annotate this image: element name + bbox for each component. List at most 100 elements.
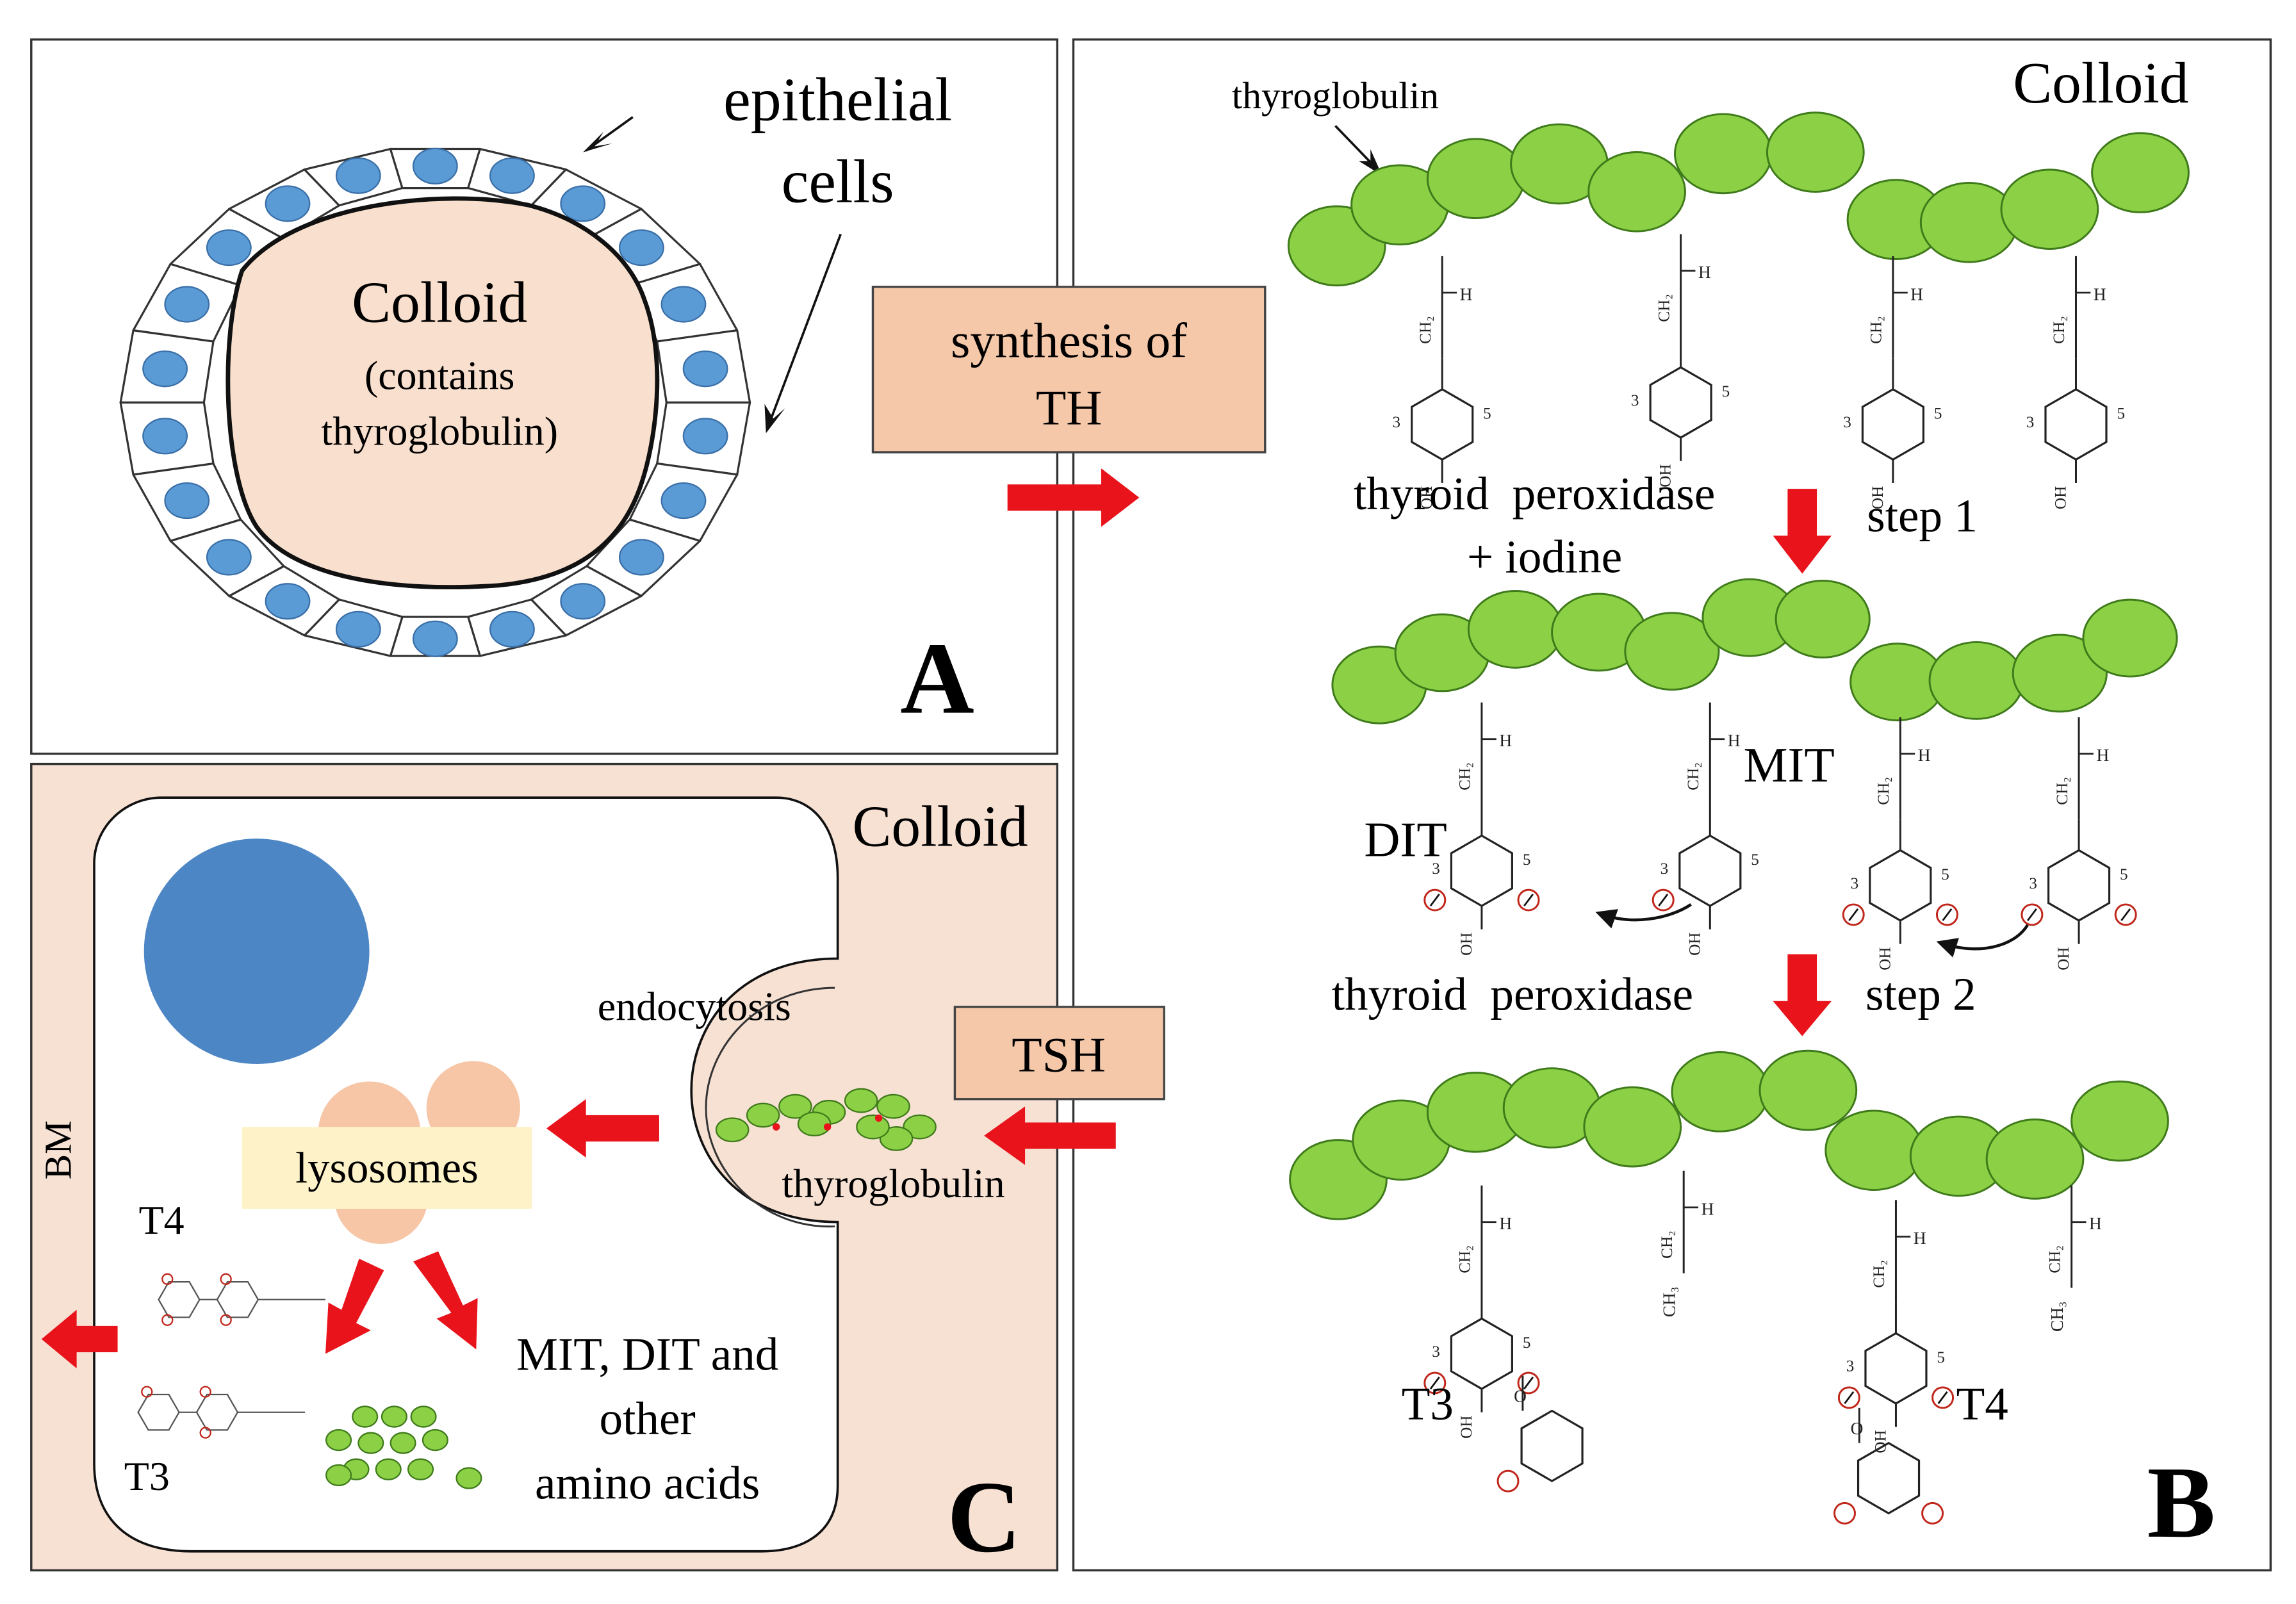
outer-benzene-ring (1520, 1409, 1584, 1482)
position-label: 5 (1722, 383, 1730, 400)
t4-mini-structure (158, 1273, 326, 1326)
colloid-title: Colloid (352, 270, 527, 335)
thyroglobulin-pointer-head (1358, 149, 1382, 176)
amino-acid-dot (410, 1405, 437, 1428)
atom-label: CH₂ (1868, 316, 1885, 344)
cell-nucleus (335, 157, 381, 194)
iodine-atom (1833, 1502, 1856, 1525)
thyroglobulin-globule (1467, 589, 1564, 669)
atom-label: H (1460, 284, 1473, 304)
iodine-bond (2026, 908, 2037, 921)
position-label: 5 (1483, 405, 1491, 422)
iodine-atom (1423, 1371, 1447, 1395)
vesicle-thyroglobulin-chain (705, 986, 937, 1228)
position-label: 5 (1941, 866, 1949, 883)
thyroglobulin-globule (2091, 132, 2190, 213)
mini-iodine (161, 1314, 174, 1326)
panel-c-letter: C (947, 1460, 1021, 1574)
synthesis-of-th-box: synthesis of TH (871, 286, 1267, 454)
atom-label: CH₂ (2051, 316, 2068, 344)
products-label-line3: amino acids (535, 1457, 760, 1509)
mini-iodine (161, 1273, 174, 1285)
panel-b-frame (1072, 38, 2272, 1572)
synthesis-box-line1: synthesis of (951, 313, 1187, 368)
enzyme-2-label: thyroid peroxidase (1332, 968, 1693, 1020)
colloid-subtitle-line2: thyroglobulin) (321, 409, 558, 454)
iodine-bond (1942, 908, 1953, 921)
atom-label: OH (1458, 933, 1475, 956)
tsh-box-label: TSH (1012, 1027, 1106, 1082)
atom-label: OH (2052, 486, 2069, 509)
mini-iodine (141, 1386, 153, 1398)
atom-label: OH (1876, 947, 1894, 970)
vesicle-globule (844, 1088, 878, 1113)
mini-ring (137, 1393, 180, 1431)
position-label: 3 (2029, 875, 2037, 892)
panel-c: lysosomes Colloid BM endocytosis thyrogl… (30, 762, 1059, 1574)
cell-nucleus (164, 286, 210, 323)
atom-label: OH (1872, 1430, 1889, 1453)
atom-label: H (1499, 731, 1512, 750)
iodine-bond (1523, 894, 1534, 907)
atom-label: H (1702, 1199, 1714, 1218)
coupling-curved-arrow-2 (1936, 924, 2030, 958)
atom-label: H (2089, 1214, 2102, 1233)
epithelial-cells-label-line2: cells (782, 147, 894, 215)
cell-nucleus (412, 620, 458, 657)
vesicle-globule (879, 1126, 914, 1151)
atom-label: O (1514, 1387, 1527, 1406)
thyroglobulin-globule (2070, 1080, 2169, 1162)
thyroglobulin-globule (2000, 168, 2099, 250)
thyroglobulin-label: thyroglobulin (1232, 74, 1439, 117)
mit-label: MIT (1744, 737, 1835, 792)
cell-nucleus (206, 539, 252, 576)
position-label: 5 (2120, 866, 2128, 883)
atom-label: H (2094, 284, 2106, 304)
atom-label: OH (1458, 1416, 1475, 1439)
cell-nucleus (489, 157, 535, 194)
vesicle-membrane (705, 986, 835, 1228)
thyroglobulin-globule (1673, 113, 1773, 195)
iodine-atom (1496, 1469, 1520, 1493)
atom-label: CH₂ (1871, 1260, 1888, 1288)
red-arrow-tsh (984, 1106, 1116, 1165)
amino-acid-dot (381, 1405, 407, 1428)
atom-label: CH₂ (1457, 762, 1474, 790)
thyroglobulin-globule (1759, 1049, 1858, 1131)
position-label: 3 (1393, 414, 1401, 431)
endocytosis-label: endocytosis (598, 983, 791, 1029)
atom-label: CH₂ (2046, 1245, 2063, 1273)
iodine-bond (1937, 1391, 1948, 1404)
dit-label: DIT (1364, 812, 1447, 867)
iodine-bond (1429, 1377, 1440, 1389)
position-label: 3 (1631, 392, 1639, 409)
atom-label: H (1914, 1229, 1926, 1248)
colloid-region-label-c: Colloid (852, 794, 1028, 859)
atom-label: CH₂ (1659, 1231, 1676, 1259)
synthesis-box-frame (871, 286, 1267, 454)
atom-label: CH₂ (1457, 1245, 1474, 1273)
iodine-marker (772, 1123, 780, 1131)
iodine-atom (1931, 1386, 1955, 1409)
thyroglobulin-globule (1624, 612, 1720, 691)
thyroglobulin-chain-1 (1287, 111, 2190, 287)
iodine-marker (823, 1123, 832, 1131)
iodine-bond (1844, 1391, 1855, 1404)
t3-label-c: T3 (124, 1453, 170, 1499)
iodine-atom (1935, 903, 1958, 926)
iodine-bond (1848, 908, 1859, 921)
iodine-atom (1837, 1386, 1860, 1409)
cell-nucleus (660, 482, 707, 520)
thyroglobulin-chain-3 (1289, 1049, 2169, 1220)
atom-label: OH (1686, 933, 1703, 956)
cell-nucleus (618, 539, 664, 576)
red-arrow-to-products (413, 1251, 478, 1350)
cell-nucleus (142, 418, 188, 455)
position-label: 5 (1751, 851, 1759, 869)
position-label: 3 (1432, 860, 1440, 878)
amino-acid-dot (407, 1458, 434, 1480)
colloid-subtitle-line1: (contains (365, 353, 514, 398)
coupling-curved-arrow-1 (1595, 903, 1692, 929)
lysosomes-label-box (242, 1127, 532, 1209)
